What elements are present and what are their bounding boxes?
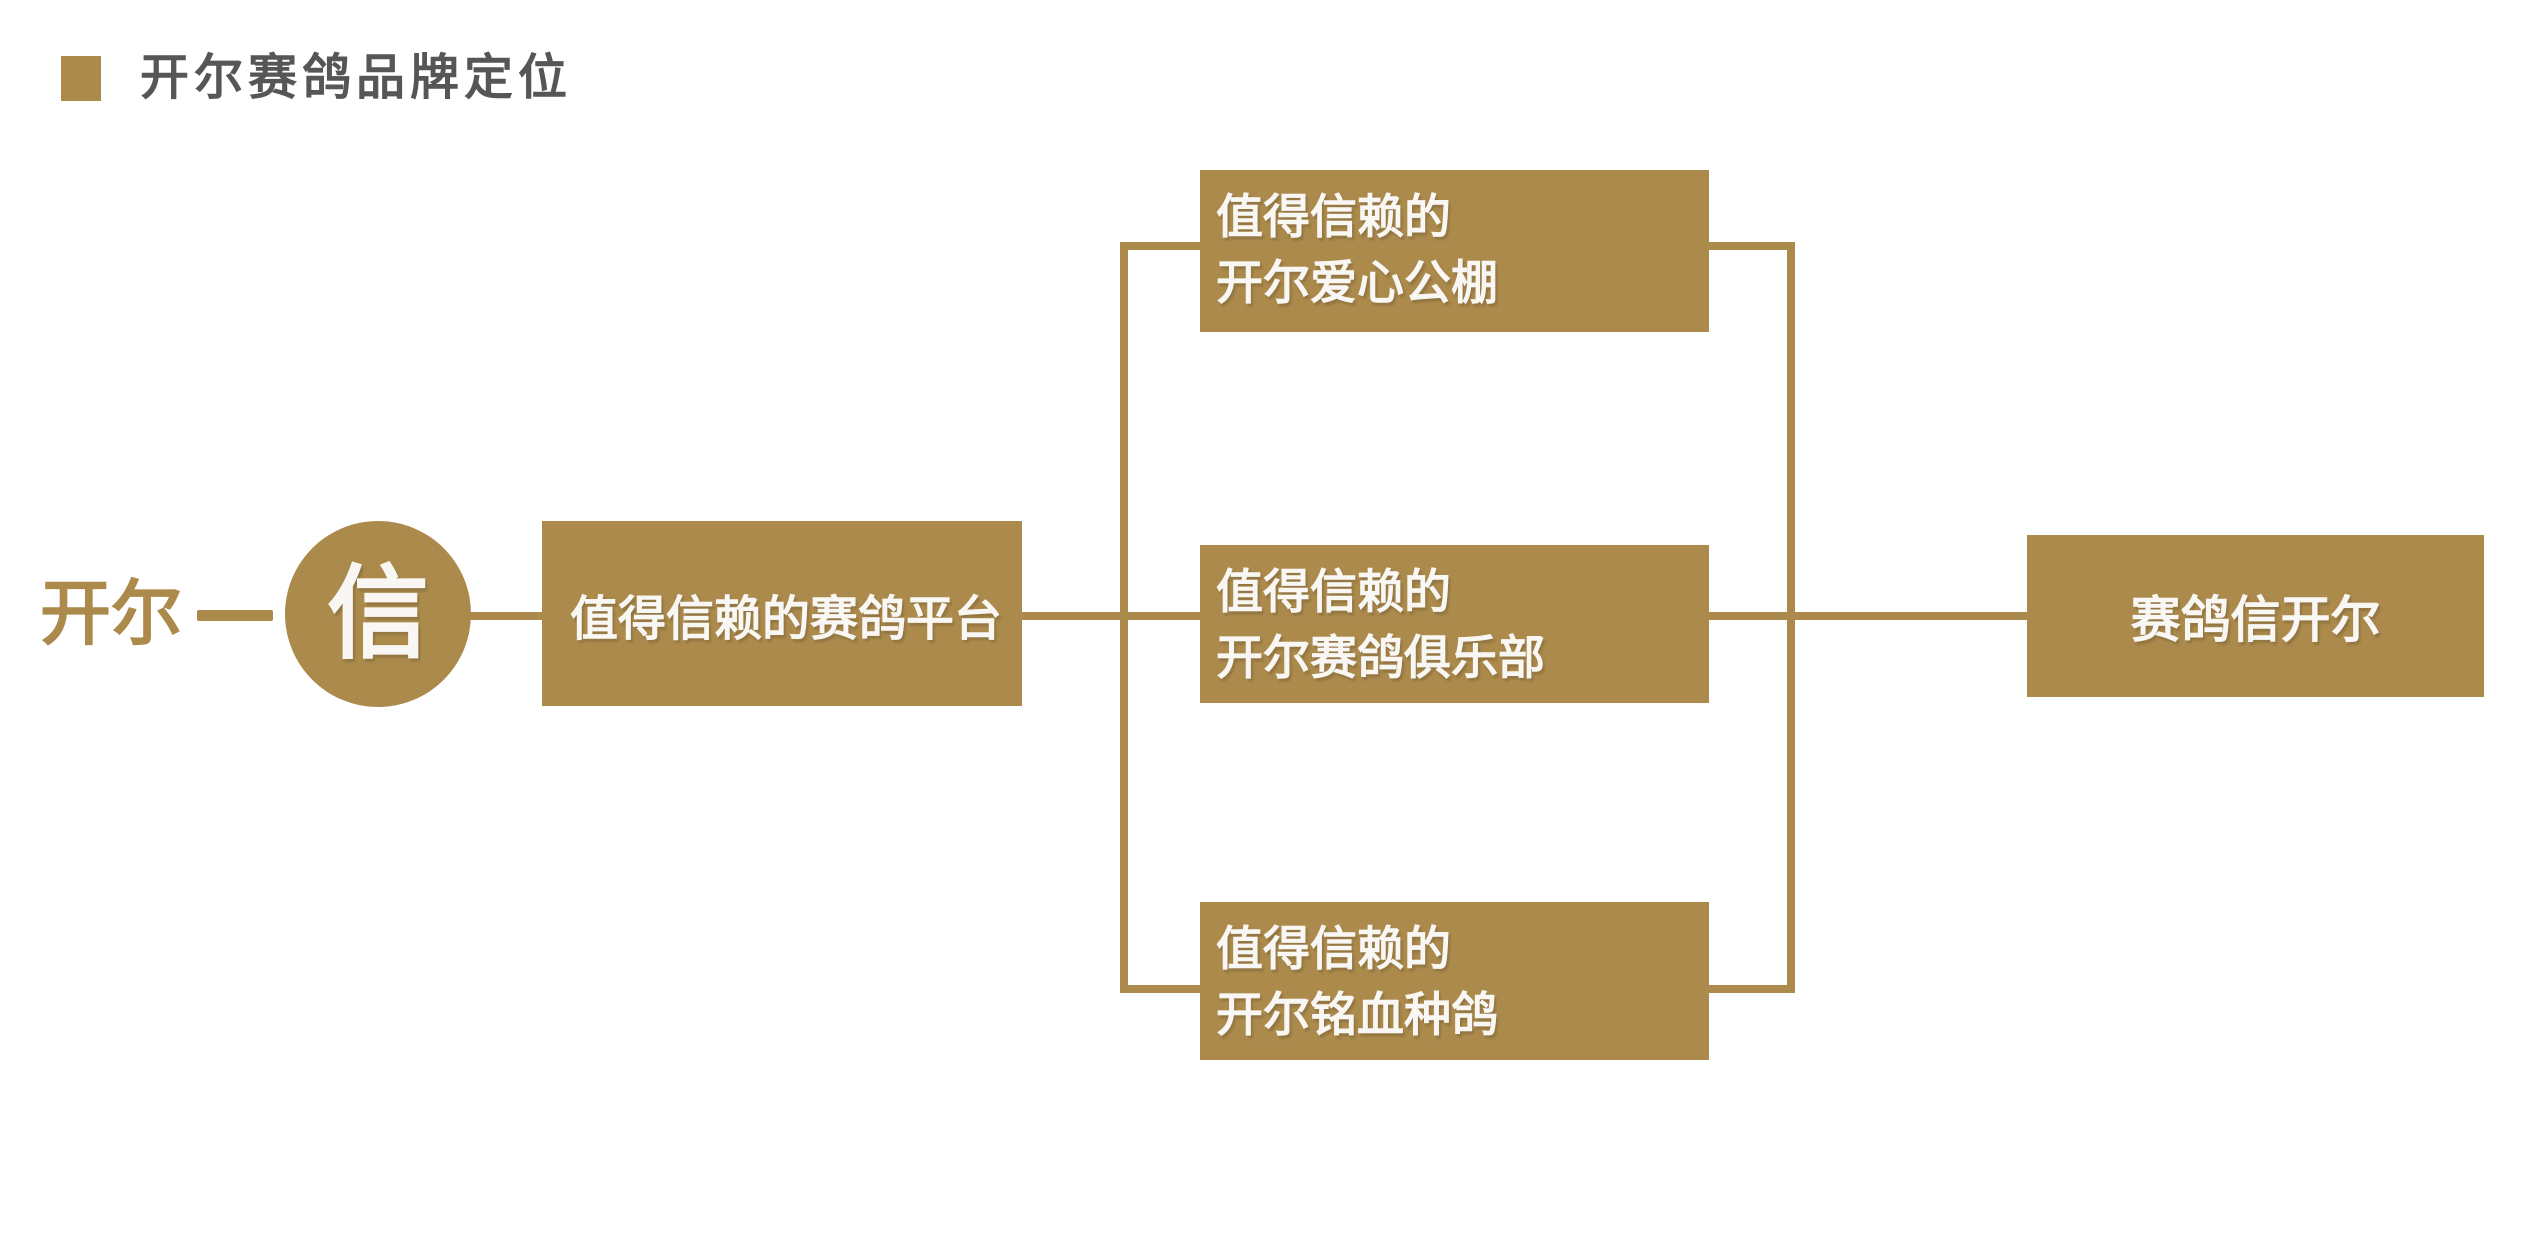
branch-box-line2: 开尔铭血种鸽 [1216, 988, 1498, 1041]
result-box: 赛鸽信开尔 [2027, 535, 2484, 697]
connector-bracket-to-branch3 [1120, 985, 1200, 993]
core-value-char: 信 [327, 557, 429, 671]
brand-dash-connector [197, 610, 273, 621]
title-bullet-square [61, 56, 101, 101]
bracket-left-line [1120, 242, 1128, 993]
branch-box-bloodline-breeding: 值得信赖的 开尔铭血种鸽 [1200, 902, 1709, 1060]
connector-bracket-to-branch1 [1120, 242, 1200, 250]
branch-box-line1: 值得信赖的 [1216, 190, 1451, 243]
branch-box-line2: 开尔赛鸽俱乐部 [1216, 631, 1545, 684]
connector-branch3-to-bracket-right [1709, 985, 1787, 993]
branch-box-charity-loft: 值得信赖的 开尔爱心公棚 [1200, 170, 1709, 332]
connector-platform-to-branches [1022, 612, 1200, 620]
branch-box-line2: 开尔爱心公棚 [1216, 256, 1498, 309]
platform-box: 值得信赖的赛鸽平台 [542, 521, 1022, 706]
connector-branch1-to-bracket-right [1709, 242, 1787, 250]
branch-box-line1: 值得信赖的 [1216, 565, 1451, 618]
connector-circle-to-platform [463, 612, 543, 620]
brand-label: 开尔 [40, 575, 183, 654]
branch-box-racing-club: 值得信赖的 开尔赛鸽俱乐部 [1200, 545, 1709, 703]
branch-box-line1: 值得信赖的 [1216, 922, 1451, 975]
page-title: 开尔赛鸽品牌定位 [140, 51, 573, 105]
connector-branches-to-result [1709, 612, 2027, 620]
core-value-circle: 信 [285, 521, 471, 707]
